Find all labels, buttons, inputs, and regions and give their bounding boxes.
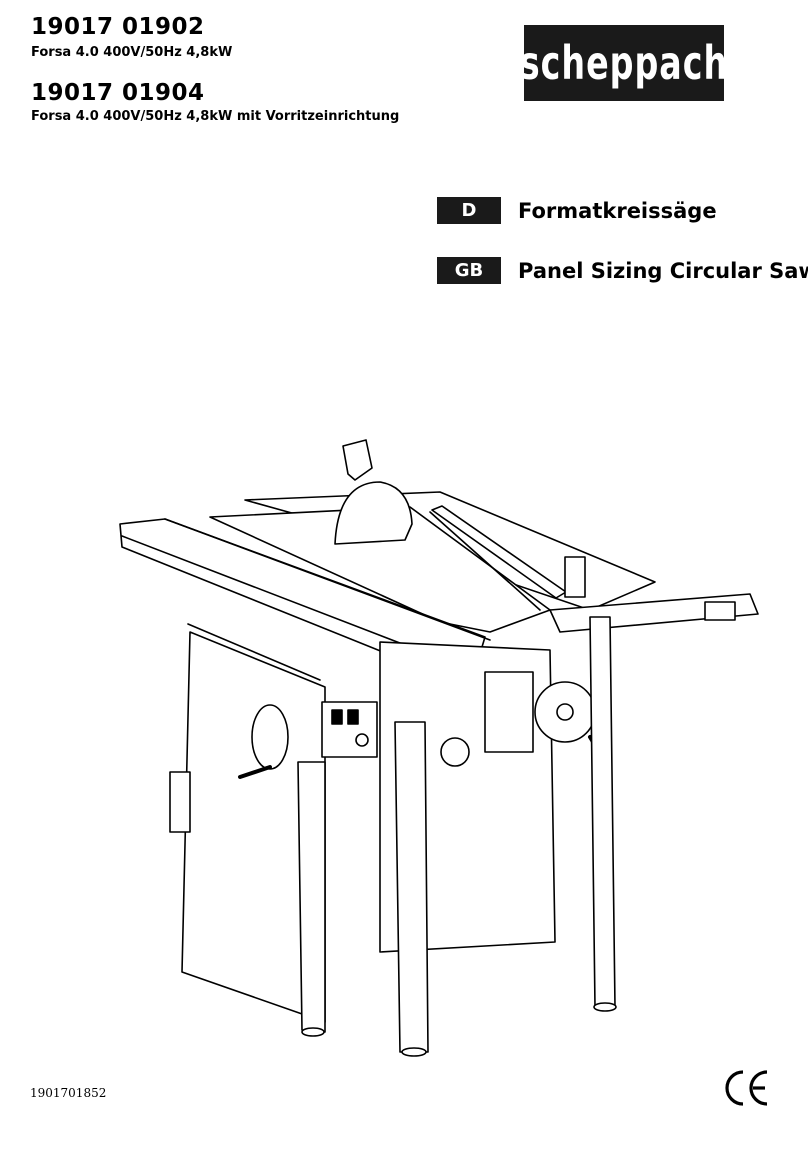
height-handwheel [251, 704, 289, 770]
language-title-d: Formatkreissäge [518, 198, 717, 223]
model-number-1: 19017 01902 [31, 14, 205, 40]
rail-clamp [704, 601, 736, 621]
saw-blade [334, 481, 413, 545]
foot [301, 1027, 325, 1037]
document-number: 1901701852 [30, 1086, 107, 1100]
blade-guard [342, 439, 373, 481]
leg-right-front [589, 616, 616, 1008]
leg-left-front [297, 761, 326, 1033]
language-code-d: D [437, 197, 501, 224]
ce-mark-icon [725, 1070, 768, 1106]
saw-illustration [119, 439, 759, 1057]
language-row-gb: GB Panel Sizing Circular Saw [437, 257, 808, 284]
model-number-2: 19017 01904 [31, 80, 205, 106]
switch-knob [355, 733, 369, 747]
fence-lock [564, 556, 586, 598]
language-row-d: D Formatkreissäge [437, 197, 717, 224]
language-code-gb: GB [437, 257, 501, 284]
model-description-2: Forsa 4.0 400V/50Hz 4,8kW mit Vorritzein… [31, 109, 400, 124]
leg-front [394, 721, 429, 1053]
foot [401, 1047, 427, 1057]
model-description-1: Forsa 4.0 400V/50Hz 4,8kW [31, 45, 233, 60]
foot [593, 1002, 617, 1012]
service-door [484, 671, 534, 753]
side-handle [169, 771, 191, 833]
scheppach-logo: scheppach [520, 25, 727, 101]
language-title-gb: Panel Sizing Circular Saw [518, 258, 808, 283]
logo-text: scheppach [519, 36, 729, 90]
angle-dial [440, 737, 470, 767]
